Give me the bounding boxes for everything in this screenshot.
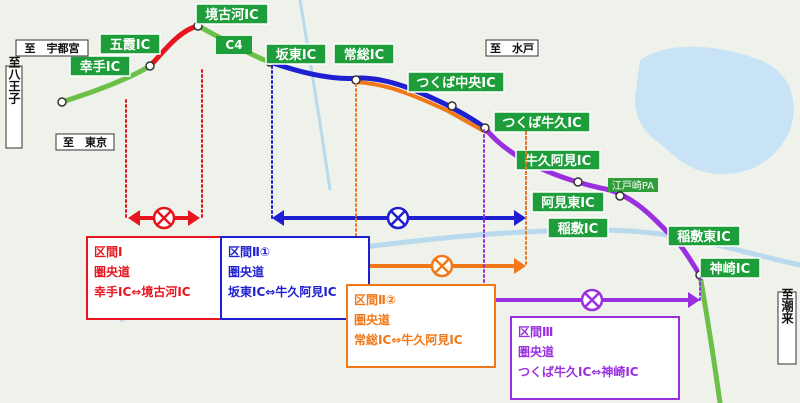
ic-label-kozaki: 神崎IC [695,257,761,280]
direction-labels: 至 宇都宮 至 東京 至 水戸 至八王子 至潮来 [5,39,797,365]
section1-span: 幸手IC⇔境古河IC [94,285,191,299]
section-marker-s1 [125,69,203,230]
ic-label-text: 阿見東IC [541,195,594,211]
section2-1-road: 圏央道 [228,265,265,279]
ic-label-text: つくば牛久IC [502,115,581,131]
ic-point-tsukubachuo [447,101,457,111]
section3-info-box: 区間Ⅲ 圏央道 つくば牛久IC⇔神崎IC [510,316,680,400]
section1-info-box: 区間Ⅰ 圏央道 幸手IC⇔境古河IC [86,236,236,320]
direction-utsunomiya: 至 宇都宮 [25,41,80,55]
ic-label-text: 神崎IC [710,261,750,277]
section1-road: 圏央道 [94,265,131,279]
ic-label-layer: 幸手IC 五霞IC 境古河IC 坂東IC 常総IC つくば中央IC つくば牛久IC 牛久阿見I… [57,3,761,280]
ic-point-joso [351,75,361,85]
section2-1-info-box: 区間Ⅱ① 圏央道 坂東IC⇔牛久阿見IC [220,236,370,320]
ic-label-text: 幸手IC [80,59,120,75]
existing-road-east [697,272,723,403]
ic-point-satte [57,97,67,107]
section1-title: 区間Ⅰ [94,245,123,259]
ic-label-tsukubaushiku: つくば牛久IC [480,111,591,133]
ic-label-ushikuami: 牛久阿見IC [515,149,601,171]
direction-tokyo: 至 東京 [63,135,107,149]
lake-kasumigaura [634,46,794,175]
route-number-label: C4 [225,38,242,52]
ic-label-text: 五霞IC [110,38,150,53]
ic-label-text: 坂東IC [276,47,316,63]
ic-point-amihigashi [573,177,583,187]
direction-itako: 至潮来 [780,288,794,325]
ic-label-text: 境古河IC [205,7,258,23]
ic-label-satte: 幸手IC [57,55,131,107]
section2-2-span: 常総IC⇔牛久阿見IC [354,333,463,347]
route-number-badge: C4 [216,36,252,54]
ic-label-amihigashi: 阿見東IC [531,177,605,213]
section-marker-s3 [483,129,701,312]
section1-route [147,23,201,69]
section2-1-route [267,59,488,131]
ic-label-tsukubachuo: つくば中央IC [407,71,505,111]
section2-2-info-box: 区間Ⅱ② 圏央道 常総IC⇔牛久阿見IC [346,284,496,368]
section-markers [125,65,701,312]
ic-label-joso: 常総IC [333,43,395,85]
section3-title: 区間Ⅲ [518,325,554,339]
existing-road-west [59,63,153,105]
ic-label-sakaikoga: 境古河IC [193,3,269,31]
section2-1-span: 坂東IC⇔牛久阿見IC [228,285,337,299]
section2-1-title: 区間Ⅱ① [228,245,271,259]
section2-2-route [354,80,488,134]
ic-label-goka: 五霞IC [99,33,161,71]
ic-label-text: 稲敷IC [558,221,598,237]
river-kinu [298,0,332,191]
ic-label-inashikihigashi: 稲敷東IC [667,225,741,247]
ic-label-bando: 坂東IC [265,43,327,67]
ic-label-text: 牛久阿見IC [525,153,591,169]
ic-label-text: 稲敷東IC [677,229,730,245]
ic-point-inashiki [615,191,625,201]
ic-label-text: 常総IC [344,47,384,63]
ic-label-inashiki: 稲敷IC [547,191,625,239]
pa-label: 江戸崎PA [612,179,654,192]
direction-hachioji: 至八王子 [7,56,21,105]
ic-label-text: つくば中央IC [416,75,495,91]
section2-2-road: 圏央道 [354,313,391,327]
pa-marker: 江戸崎PA [608,178,658,192]
section3-span: つくば牛久IC⇔神崎IC [518,365,639,379]
section2-2-title: 区間Ⅱ② [354,293,397,307]
ic-point-goka [145,61,155,71]
direction-mito: 至 水戸 [490,41,534,55]
section3-road: 圏央道 [518,345,555,359]
